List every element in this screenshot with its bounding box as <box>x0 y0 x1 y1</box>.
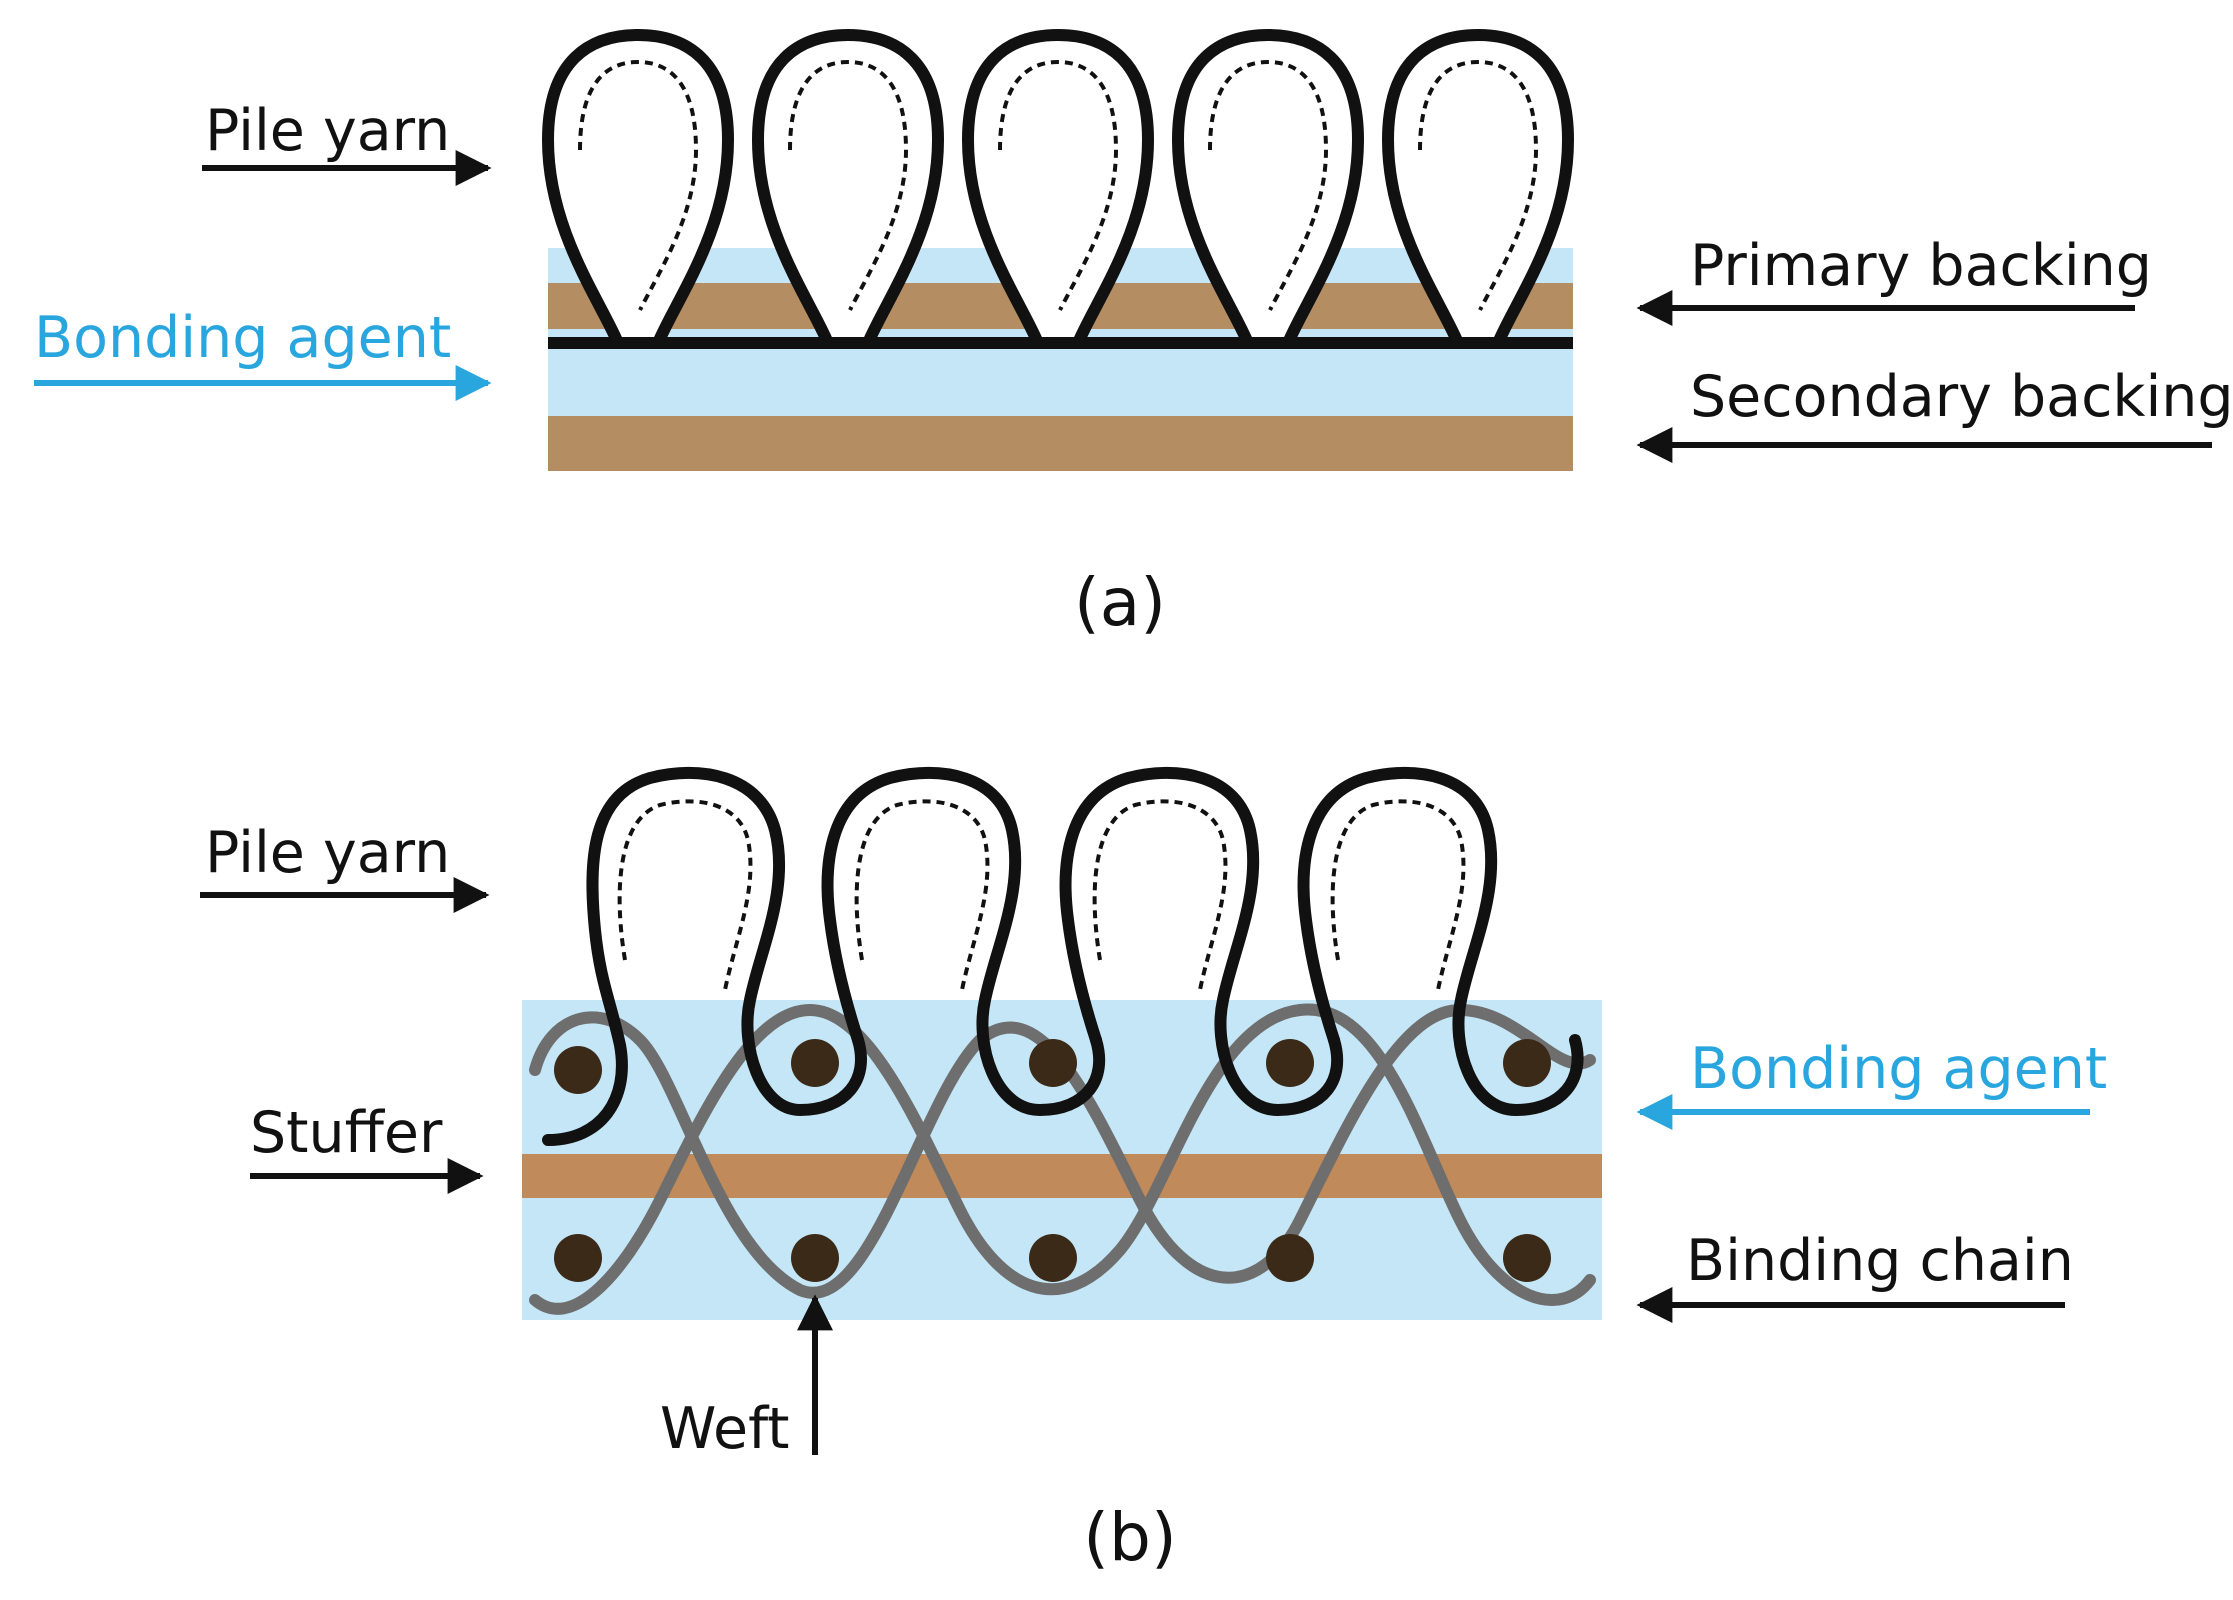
pile-loop <box>542 29 734 349</box>
pile-loop <box>1172 29 1364 349</box>
label-pile-yarn-a: Pile yarn <box>205 98 450 164</box>
label-bonding-agent-a: Bonding agent <box>34 305 451 371</box>
weft-dot <box>1029 1039 1077 1087</box>
pile-loop <box>1382 29 1574 349</box>
label-binding-chain: Binding chain <box>1686 1228 2074 1294</box>
label-primary-backing: Primary backing <box>1690 233 2152 299</box>
weft-dots <box>554 1039 1551 1282</box>
label-pile-yarn-b: Pile yarn <box>205 820 450 886</box>
weft-dot <box>791 1234 839 1282</box>
panel-b: Pile yarn Stuffer Weft Bonding agent Bin… <box>200 766 2107 1576</box>
weft-dot <box>1503 1039 1551 1087</box>
panel-a: Pile yarn Bonding agent Primary backing … <box>34 29 2233 641</box>
weft-dot <box>1503 1234 1551 1282</box>
label-stuffer: Stuffer <box>250 1100 443 1166</box>
caption-b: (b) <box>1083 1499 1176 1576</box>
pile-loops-a <box>542 29 1574 349</box>
weft-dot <box>791 1039 839 1087</box>
pile-loop <box>821 766 1106 1116</box>
weft-dot <box>554 1046 602 1094</box>
weft-dot <box>554 1234 602 1282</box>
pile-yarn-texture-a <box>578 59 1539 311</box>
pile-loop <box>962 29 1154 349</box>
pile-loop <box>542 767 867 1146</box>
pile-loop <box>1059 766 1344 1116</box>
weft-dot <box>1266 1234 1314 1282</box>
pile-loop <box>1297 766 1584 1116</box>
label-secondary-backing: Secondary backing <box>1690 364 2233 430</box>
pile-loops-b <box>542 766 1584 1146</box>
pile-yarn-texture-b <box>617 799 1466 991</box>
label-bonding-agent-b: Bonding agent <box>1690 1036 2107 1102</box>
caption-a: (a) <box>1074 564 1166 641</box>
pile-loop <box>752 29 944 349</box>
label-weft: Weft <box>660 1396 790 1462</box>
weft-dot <box>1029 1234 1077 1282</box>
weft-dot <box>1266 1039 1314 1087</box>
secondary-backing-strip <box>548 416 1573 471</box>
